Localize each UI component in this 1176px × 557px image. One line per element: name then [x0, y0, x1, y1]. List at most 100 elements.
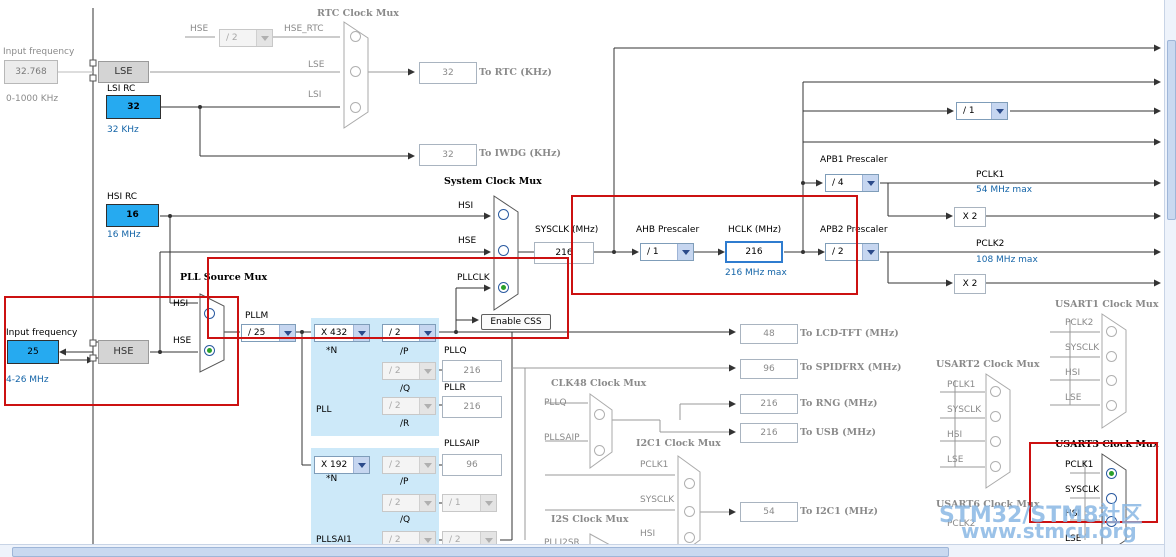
usart3-radio-sysclk[interactable]: [1106, 493, 1117, 504]
usart3-radio-pclk1[interactable]: [1106, 468, 1117, 479]
pll-source-radio-hse[interactable]: [204, 345, 215, 356]
lsi-rc-source[interactable]: 32: [106, 95, 161, 119]
pllsai-p-select[interactable]: / 2: [382, 456, 436, 474]
spdifrx-output-field[interactable]: 96: [740, 359, 798, 379]
usart2-radio-pclk1[interactable]: [990, 386, 1001, 397]
lse-source[interactable]: LSE: [98, 61, 149, 83]
usart3-lse-input: LSE: [1065, 534, 1082, 544]
clk48-mux-title: CLK48 Clock Mux: [551, 378, 647, 389]
pllsaip-output-field[interactable]: 96: [442, 454, 502, 476]
lcd-tft-output-field[interactable]: 48: [740, 324, 798, 344]
i2c1-radio-hsi[interactable]: [684, 532, 695, 543]
watermark-forum: STM32/STM8社区: [939, 503, 1143, 528]
i2c1-sysclk-input: SYSCLK: [640, 495, 675, 505]
hclk-field[interactable]: 216: [725, 241, 783, 263]
system-mux-pllclk-input: PLLCLK: [457, 273, 490, 283]
usb-output-field[interactable]: 216: [740, 423, 798, 443]
lse-input-frequency-field[interactable]: 32.768: [4, 60, 58, 84]
pll-source-radio-hsi[interactable]: [204, 308, 215, 319]
cortex-timer-divider-select[interactable]: / 1: [956, 102, 1008, 120]
usart3-hsi-input: HSI: [1065, 509, 1081, 519]
pllsai-n-select[interactable]: X 192: [314, 456, 370, 474]
pll-source-hse-input: HSE: [173, 336, 192, 346]
vertical-scrollbar[interactable]: [1164, 0, 1176, 557]
rtc-hse-divider-select[interactable]: / 2: [219, 29, 273, 47]
usart3-pclk1-input: PCLK1: [1065, 460, 1094, 470]
rng-output-field[interactable]: 216: [740, 394, 798, 414]
pclk2-max: 108 MHz max: [976, 255, 1038, 265]
highlight-hse-input: [4, 296, 239, 406]
highlight-pll-config: [207, 257, 569, 339]
hsi-rc-source[interactable]: 16: [106, 204, 159, 227]
spdifrx-output-label: To SPIDFRX (MHz): [800, 362, 902, 373]
clk48-pllq-input: PLLQ: [544, 398, 567, 408]
pllsai-p-label: /P: [400, 477, 409, 487]
pll-source-hsi-input: HSI: [173, 299, 189, 309]
usb-output-label: To USB (MHz): [800, 427, 876, 438]
pllsai-q-select[interactable]: / 2: [382, 494, 436, 512]
pllq-output-field[interactable]: 216: [442, 360, 502, 382]
rtc-mux-radio-lse[interactable]: [350, 66, 361, 77]
horizontal-scroll-thumb[interactable]: [12, 547, 949, 557]
usart1-radio-lse[interactable]: [1106, 400, 1117, 411]
rtc-output-field[interactable]: 32: [419, 62, 477, 84]
i2s-mux-title: I2S Clock Mux: [551, 514, 629, 525]
pllr-output-field[interactable]: 216: [442, 396, 502, 418]
usart1-radio-sysclk[interactable]: [1106, 351, 1117, 362]
pclk1-max: 54 MHz max: [976, 185, 1033, 195]
lsi-rc-label: LSI RC: [107, 84, 136, 94]
apb1-prescaler-select[interactable]: / 4: [825, 174, 879, 192]
watermark-url: www.stmcu.org: [961, 519, 1137, 543]
pll-block-label: PLL: [316, 405, 332, 415]
rtc-clock-mux-title: RTC Clock Mux: [317, 8, 399, 19]
system-mux-radio-hse[interactable]: [498, 245, 509, 256]
vertical-scroll-thumb[interactable]: [1167, 40, 1176, 220]
lcd-tft-output-label: To LCD-TFT (MHz): [800, 328, 899, 339]
i2c1-radio-sysclk[interactable]: [684, 506, 695, 517]
i2c1-hsi-input: HSI: [640, 529, 656, 539]
iwdg-output-field[interactable]: 32: [419, 144, 477, 166]
apb2-prescaler-select[interactable]: / 2: [825, 243, 879, 261]
ahb-prescaler-label: AHB Prescaler: [636, 225, 700, 235]
pllsai-n-label: *N: [326, 474, 338, 484]
horizontal-scrollbar[interactable]: [0, 544, 1164, 557]
apb1-timer-x2: X 2: [954, 207, 986, 227]
hse-input-frequency-field[interactable]: 25: [7, 340, 59, 364]
system-mux-radio-hsi[interactable]: [498, 209, 509, 220]
usart2-radio-lse[interactable]: [990, 461, 1001, 472]
rng-output-label: To RNG (MHz): [800, 398, 878, 409]
usart1-mux-title: USART1 Clock Mux: [1055, 299, 1159, 310]
usart2-sysclk-input: SYSCLK: [947, 405, 982, 415]
pllr-select[interactable]: / 2: [382, 397, 436, 415]
pllsai-q-divider2-select[interactable]: / 1: [442, 494, 497, 512]
pllsai-q-label: /Q: [400, 515, 411, 525]
usart6-pclk2-input: PCLK2: [947, 519, 976, 529]
usart2-radio-hsi[interactable]: [990, 436, 1001, 447]
clk48-mux-shape: [589, 393, 613, 469]
usart2-hsi-input: HSI: [947, 430, 963, 440]
rtc-mux-lsi-input: LSI: [308, 90, 322, 100]
pllq-select[interactable]: / 2: [382, 362, 436, 380]
clk48-radio-pllsaip[interactable]: [594, 445, 605, 456]
usart2-radio-sysclk[interactable]: [990, 411, 1001, 422]
clk48-radio-pllq[interactable]: [594, 409, 605, 420]
apb2-timer-x2: X 2: [954, 274, 986, 294]
i2c1-output-field[interactable]: 54: [740, 502, 798, 522]
enable-css-button[interactable]: Enable CSS: [481, 314, 551, 330]
ahb-prescaler-select[interactable]: / 1: [640, 243, 694, 261]
system-mux-radio-pllclk[interactable]: [498, 282, 509, 293]
hsi-rc-frequency: 16 MHz: [107, 230, 141, 240]
rtc-mux-radio-hse[interactable]: [350, 31, 361, 42]
hse-rtc-label: HSE_RTC: [284, 24, 324, 34]
apb1-prescaler-label: APB1 Prescaler: [820, 155, 888, 165]
usart1-hsi-input: HSI: [1065, 368, 1081, 378]
rtc-mux-radio-lsi[interactable]: [350, 102, 361, 113]
pclk2-label: PCLK2: [976, 239, 1005, 249]
usart2-mux-shape: [985, 373, 1011, 489]
hse-source[interactable]: HSE: [98, 340, 149, 364]
i2c1-radio-pclk1[interactable]: [684, 478, 695, 489]
usart1-radio-hsi[interactable]: [1106, 375, 1117, 386]
chevron-down-icon: [419, 457, 435, 473]
chevron-down-icon: [862, 175, 878, 191]
usart1-radio-pclk2[interactable]: [1106, 326, 1117, 337]
